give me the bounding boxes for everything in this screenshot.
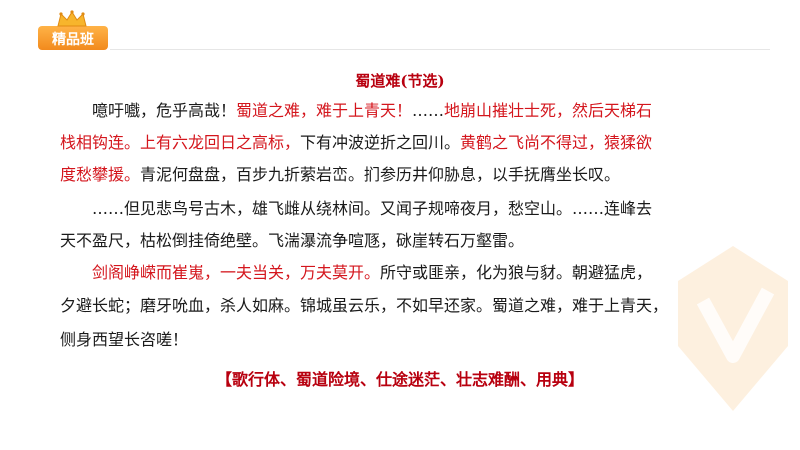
highlighted-verse: 黄鹤之飞尚不得过，猿猱欲 — [460, 133, 653, 152]
verse-text: 噫吁嚱，危乎高哉！ — [60, 101, 237, 120]
highlighted-verse: 地崩山摧壮士死，然后天梯石 — [444, 101, 653, 120]
highlighted-verse: 度愁攀援。 — [60, 165, 141, 184]
verse-text: 天不盈尺，枯松倒挂倚绝壁。飞湍瀑流争喧豗，砯崖转石万壑雷。 — [60, 231, 525, 250]
poem-line: 噫吁嚱，危乎高哉！蜀道之难，难于上青天！……地崩山摧壮士死，然后天梯石 — [60, 101, 652, 121]
highlighted-verse: 剑阁峥嵘而崔嵬，一夫当关，万夫莫开。 — [92, 263, 381, 282]
poem-line: 夕避长蛇；磨牙吮血，杀人如麻。锦城虽云乐，不如早还家。蜀道之难，难于上青天， — [60, 296, 668, 316]
header-divider — [110, 49, 770, 50]
poem-line: 侧身西望长咨嗟！ — [60, 330, 188, 350]
verse-text: 下有冲波逆折之回川。 — [300, 133, 461, 152]
poem-line: 栈相钩连。上有六龙回日之高标，下有冲波逆折之回川。黄鹤之飞尚不得过，猿猱欲 — [60, 133, 652, 153]
highlighted-verse: 蜀道之难，难于上青天！ — [236, 101, 413, 120]
poem-line: 度愁攀援。青泥何盘盘，百步九折萦岩峦。扪参历井仰胁息，以手抚膺坐长叹。 — [60, 165, 620, 185]
poem-title: 蜀道难(节选) — [355, 72, 445, 90]
verse-text: 青泥何盘盘，百步九折萦岩峦。扪参历井仰胁息，以手抚膺坐长叹。 — [140, 165, 621, 184]
highlighted-verse: 栈相钩连。 — [60, 133, 141, 152]
poem-line: 剑阁峥嵘而崔嵬，一夫当关，万夫莫开。所守或匪亲，化为狼与豺。朝避猛虎， — [60, 263, 652, 283]
verse-text: 所守或匪亲，化为狼与豺。朝避猛虎， — [380, 263, 653, 282]
crown-icon — [57, 10, 87, 27]
course-badge: 精品班 — [38, 26, 108, 50]
verse-text: …… — [412, 101, 445, 120]
summary-tags: 【歌行体、蜀道险境、仕途迷茫、壮志难酬、用典】 — [215, 370, 584, 389]
verse-text: 夕避长蛇；磨牙吮血，杀人如麻。锦城虽云乐，不如早还家。蜀道之难，难于上青天， — [60, 296, 669, 315]
highlighted-verse: 上有六龙回日之高标， — [140, 133, 301, 152]
badge-label: 精品班 — [52, 32, 94, 48]
poem-line: 天不盈尺，枯松倒挂倚绝壁。飞湍瀑流争喧豗，砯崖转石万壑雷。 — [60, 231, 524, 251]
verse-text: ……但见悲鸟号古木，雄飞雌从绕林间。又闻子规啼夜月，愁空山。……连峰去 — [60, 199, 653, 218]
poem-line: ……但见悲鸟号古木，雄飞雌从绕林间。又闻子规啼夜月，愁空山。……连峰去 — [60, 199, 652, 219]
logo-watermark-icon — [678, 246, 788, 411]
verse-text — [60, 263, 92, 282]
verse-text: 侧身西望长咨嗟！ — [60, 330, 189, 349]
